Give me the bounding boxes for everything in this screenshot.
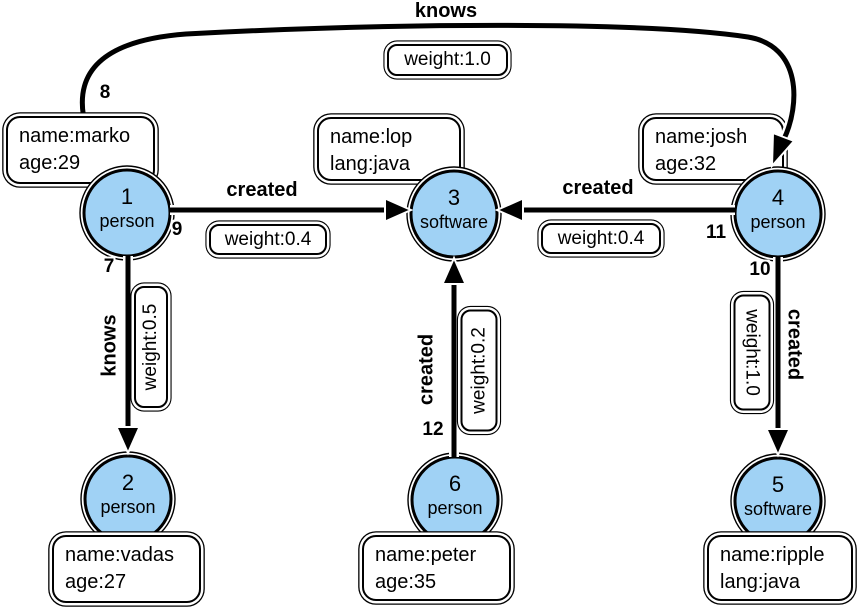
property-line: age:32 xyxy=(655,153,717,175)
node-id: 6 xyxy=(448,471,462,496)
edge-9-weight-box: weight:0.4 xyxy=(209,224,327,255)
property-line: lang:java xyxy=(330,153,411,175)
edge-9-label: created xyxy=(226,179,298,201)
edge-weight: weight:1.0 xyxy=(742,309,763,396)
property-box-ripple: name:ripple lang:java xyxy=(707,535,853,601)
node-type: person xyxy=(100,497,156,517)
node-1-label: 1 person xyxy=(72,184,182,233)
node-2-label: 2 person xyxy=(73,470,183,519)
edge-7-weight-box: weight:0.5 xyxy=(134,286,168,408)
property-line: age:29 xyxy=(19,152,81,174)
property-box-lop: name:lop lang:java xyxy=(317,117,461,181)
property-line: name:peter xyxy=(375,544,477,566)
property-line: age:35 xyxy=(375,571,437,593)
edge-11-label: created xyxy=(562,177,634,199)
edge-12-id: 12 xyxy=(422,419,444,440)
node-type: software xyxy=(419,212,489,232)
edge-10-label: created xyxy=(783,308,806,381)
edge-8-id: 8 xyxy=(99,82,111,103)
node-id: 2 xyxy=(121,470,135,495)
edge-12-label: created xyxy=(415,333,438,406)
edge-weight: weight:1.0 xyxy=(404,49,491,70)
node-type: software xyxy=(743,499,813,519)
property-box-peter: name:peter age:35 xyxy=(362,535,511,601)
edge-weight: weight:0.2 xyxy=(468,327,489,414)
edge-12-weight-box: weight:0.2 xyxy=(460,309,498,432)
edge-9-id: 9 xyxy=(171,219,183,240)
property-line: name:lop xyxy=(330,126,413,148)
node-type: person xyxy=(427,498,483,518)
edge-8-weight-box: weight:1.0 xyxy=(387,44,508,76)
edge-weight: weight:0.5 xyxy=(140,303,161,391)
edge-10-arrowhead xyxy=(764,428,792,458)
edge-7-arrowhead xyxy=(114,426,142,456)
edge-10-weight-box: weight:1.0 xyxy=(733,294,771,411)
property-box-vadas: name:vadas age:27 xyxy=(52,535,201,603)
edge-12-arrowhead xyxy=(440,255,468,285)
edge-weight: weight:0.4 xyxy=(224,228,312,250)
property-box-marko: name:marko age:29 xyxy=(6,116,155,184)
property-line: age:27 xyxy=(65,571,127,593)
edge-7-label: knows xyxy=(98,314,121,377)
node-6-label: 6 person xyxy=(400,471,510,520)
node-id: 5 xyxy=(771,472,785,497)
property-line: name:ripple xyxy=(720,544,825,566)
property-line: lang:java xyxy=(720,571,801,593)
property-line: name:marko xyxy=(19,125,131,147)
property-box-josh: name:josh age:32 xyxy=(642,117,784,181)
edge-10-id: 10 xyxy=(749,259,771,280)
node-id: 4 xyxy=(771,185,785,210)
node-id: 3 xyxy=(447,185,461,210)
node-type: person xyxy=(750,212,806,232)
node-5-label: 5 software xyxy=(723,472,833,521)
edge-7-id: 7 xyxy=(103,256,115,277)
node-4-label: 4 person xyxy=(723,185,833,234)
node-type: person xyxy=(99,211,155,231)
edge-11-weight-box: weight:0.4 xyxy=(541,223,661,254)
edge-11-id: 11 xyxy=(705,222,727,243)
property-line: name:josh xyxy=(655,126,748,148)
edge-8-label: knows xyxy=(414,0,478,22)
node-3-label: 3 software xyxy=(399,185,509,234)
property-line: name:vadas xyxy=(65,544,174,566)
edge-weight: weight:0.4 xyxy=(557,227,645,249)
node-id: 1 xyxy=(120,184,134,209)
